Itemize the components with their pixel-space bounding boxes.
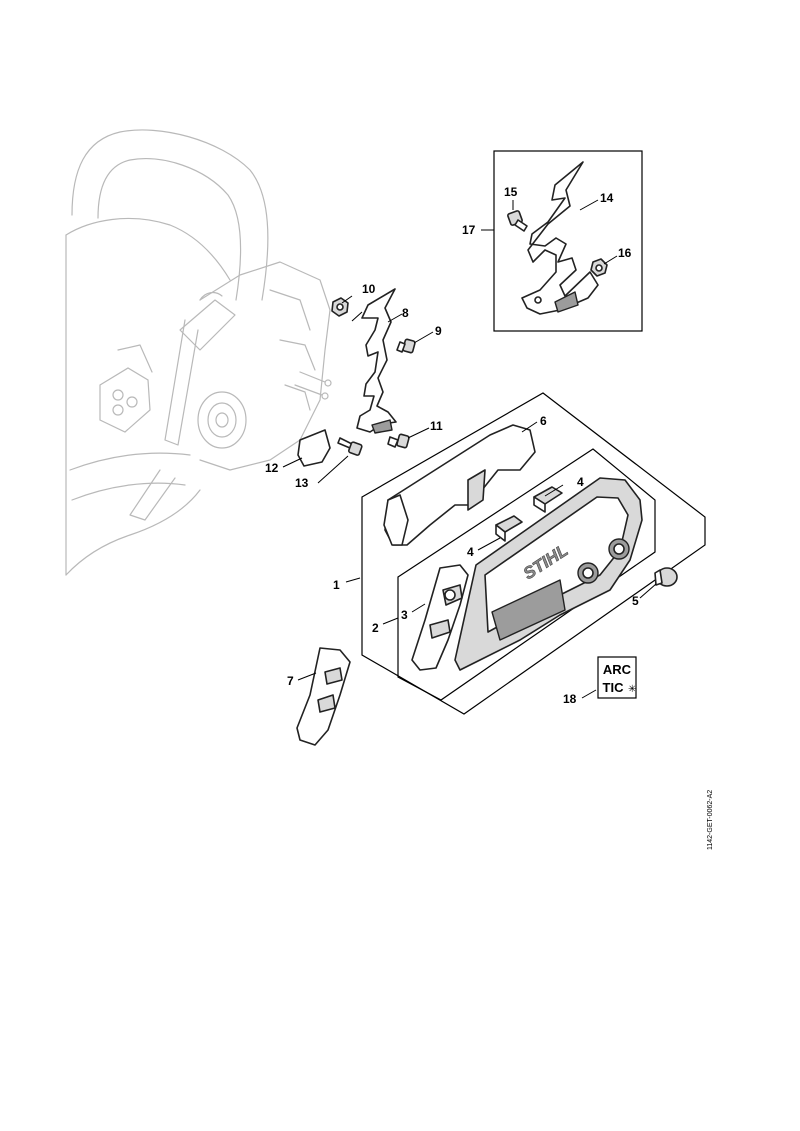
bumper-spike-8 [356,288,397,433]
callout-1: 1 [333,578,340,592]
snowflake-icon: ✳ [628,684,636,695]
callout-15: 15 [504,185,518,199]
cover-knob-upper-center [613,543,625,555]
callout-2: 2 [372,621,379,635]
callout-9: 9 [435,324,442,338]
callout-5: 5 [632,594,639,608]
clip-4-lower-icon [495,515,523,542]
cover-knob-lower-center [582,567,594,579]
callout-12: 12 [265,461,279,475]
chainsaw-body-outline [65,129,332,576]
screw-13-icon [337,437,363,456]
screw-9-icon [396,338,416,354]
callout-18: 18 [563,692,577,706]
bumper-spike-inset-hole [534,296,542,304]
callout-13: 13 [295,476,309,490]
callout-3: 3 [401,608,408,622]
bumper-spike-8-tab [371,419,393,434]
screw-15-icon [507,210,528,232]
callout-7: 7 [287,674,294,688]
bumper-spike-inset [521,161,599,315]
callout-10: 10 [362,282,376,296]
bumper-spike-inset-slot [554,291,579,313]
chain-guard-6-fin [467,469,486,511]
callout-8: 8 [402,306,409,320]
arctic-label-18: ARC TIC ✳ [597,656,637,699]
screw-11-icon [387,433,410,449]
callout-17: 17 [462,223,476,237]
reference-code: 1142-GET-0062-A2 [707,790,714,850]
nut-10-icon [331,297,349,317]
callout-6: 6 [540,414,547,428]
plate-7-slot-upper [324,667,343,685]
callout-4-upper: 4 [577,475,584,489]
chain-sprocket-cover-kit-box [361,392,706,715]
inset-box-bumper-spike-kit [493,150,643,332]
nut-16-icon [590,258,608,277]
callout-16: 16 [618,246,632,260]
leader-lines [282,199,657,699]
chain-sprocket-cover-inner-box [397,448,656,701]
chain-guard-6-end [383,494,409,546]
callout-14: 14 [600,191,614,205]
callout-4-lower: 4 [467,545,474,559]
arctic-label-line2: TIC [603,680,625,695]
chain-tensioner-gear [444,589,456,601]
cover-lower-panel [491,579,566,641]
plate-12 [297,429,331,467]
chain-tensioner-3-lower [429,619,451,639]
plate-7-slot-lower [317,694,336,713]
nut-5-icon [654,567,678,587]
callout-11: 11 [430,419,443,433]
plate-7 [296,647,351,746]
arctic-label-line1: ARC [603,662,632,677]
clip-4-upper-icon [533,486,563,513]
